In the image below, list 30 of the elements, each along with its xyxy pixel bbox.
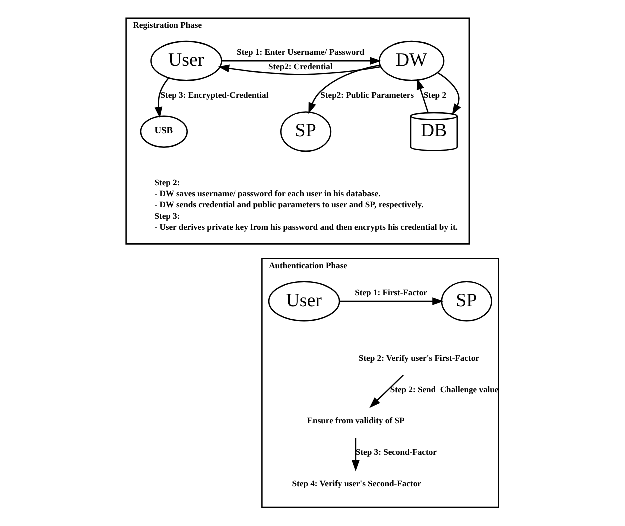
label: - DW saves username/ password for each user in his database. bbox=[154, 188, 381, 198]
arrow bbox=[154, 78, 170, 118]
node-ellipse: SP bbox=[280, 112, 332, 152]
node-ellipse: User bbox=[268, 281, 340, 322]
node-text: Step 4: Verify user's Second-Factor bbox=[292, 478, 422, 488]
edge-label: Step 1: Enter Username/ Password bbox=[237, 47, 365, 58]
node-text: Ensure from validity of SP bbox=[307, 416, 405, 426]
arrow bbox=[340, 298, 444, 306]
node-ellipse: User bbox=[150, 40, 222, 82]
arrow bbox=[308, 64, 380, 114]
arrow bbox=[352, 438, 360, 472]
label: Step 3: bbox=[154, 210, 180, 221]
arrow bbox=[218, 64, 381, 76]
label: - DW sends credential and public parameters to user and SP, respectively. bbox=[154, 200, 424, 210]
edge-label: Step2: Credential bbox=[268, 62, 333, 72]
arrow bbox=[437, 72, 462, 116]
node-ellipse: SP bbox=[441, 281, 492, 322]
label: - User derives private key from his password and then encrypts his credential by it. bbox=[154, 222, 458, 232]
arrow bbox=[222, 57, 382, 66]
label: Step 2: bbox=[154, 177, 180, 188]
edge-label: Step2: Public Parameters bbox=[320, 90, 414, 100]
edge-label: Step 1: First-Factor bbox=[355, 287, 428, 298]
arrow bbox=[370, 374, 404, 408]
node-text: Step 2: Verify user's First-Factor bbox=[358, 352, 480, 363]
edge-label: Step 2 bbox=[424, 90, 447, 100]
node-ellipse: DW bbox=[378, 40, 445, 82]
edge-label: Step 3: Encrypted-Credential bbox=[160, 90, 269, 100]
node-ellipse: USB bbox=[140, 116, 188, 148]
arrow bbox=[416, 78, 429, 114]
edge-label: Step 3: Second-Factor bbox=[356, 447, 437, 458]
